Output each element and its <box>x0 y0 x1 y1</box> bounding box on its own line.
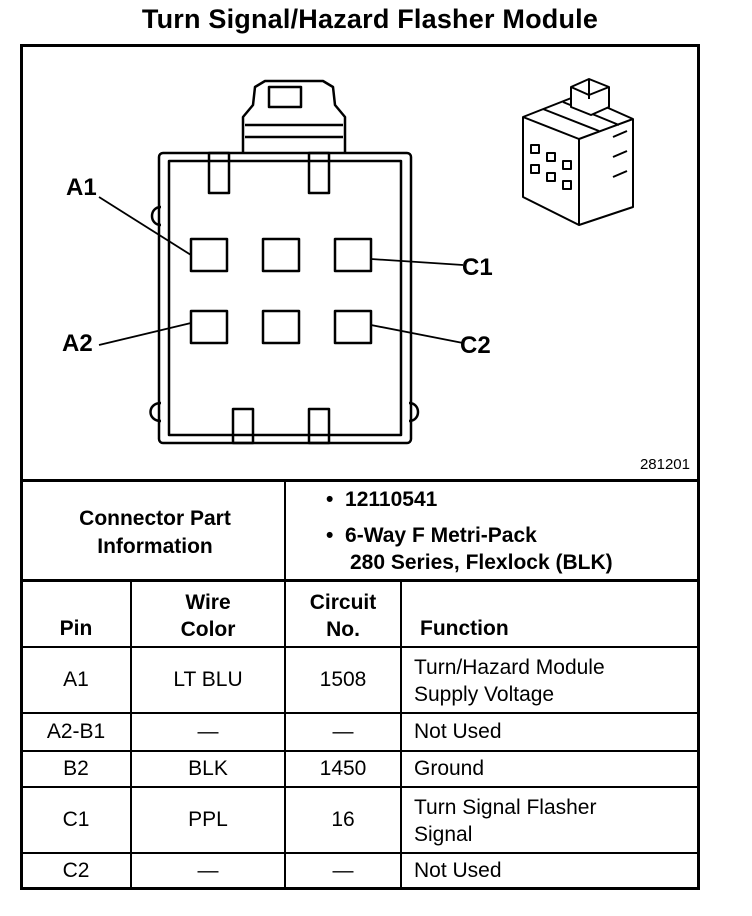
row-a2b1-pin: A2-B1 <box>46 720 106 743</box>
connector-body-inner <box>167 159 403 437</box>
row-b2-circuit: 1450 <box>319 757 367 780</box>
connector-drawing <box>98 78 634 445</box>
col-rule-2 <box>284 580 286 888</box>
row-c1-circuit: 16 <box>331 808 355 831</box>
row-a1-function: Turn/Hazard Module Supply Voltage <box>414 652 694 710</box>
connector-info-label-line2: Information <box>97 535 213 558</box>
bottom-slot-right <box>307 407 331 445</box>
connector-body <box>157 151 413 445</box>
part-number-bullet: • 12110541 <box>326 488 437 512</box>
connector-info-label-line1: Connector Part <box>79 507 231 530</box>
row-b2-wire-color: BLK <box>188 757 228 780</box>
row-c1-function: Turn Signal Flasher Signal <box>414 792 694 850</box>
header-circuit-line1: Circuit <box>309 591 377 614</box>
latch-inner <box>245 123 343 139</box>
row-c1-pin: C1 <box>62 808 90 831</box>
row-a1-function-line2: Supply Voltage <box>414 683 555 706</box>
cavity-c2 <box>333 309 373 345</box>
header-bottom-rule <box>20 646 700 648</box>
clip-left-top <box>150 205 162 227</box>
row-rule-1 <box>20 712 700 714</box>
pin-label-c2: C2 <box>460 332 491 359</box>
row-a1-wire-color: LT BLU <box>173 668 243 691</box>
header-circuit-line2: No. <box>326 618 360 641</box>
header-circuit-no: Circuit No. <box>286 588 400 644</box>
header-pin: Pin <box>59 617 93 640</box>
leader-c2 <box>370 324 464 344</box>
latch-outline <box>241 79 347 153</box>
bottom-slot-left <box>231 407 255 445</box>
header-wire-color-line1: Wire <box>185 591 231 614</box>
col-rule-1 <box>130 580 132 888</box>
row-c2-function: Not Used <box>414 859 502 882</box>
header-function: Function <box>420 617 509 640</box>
row-c1-function-line1: Turn Signal Flasher <box>414 796 597 819</box>
row-c2-wire-color: — <box>197 859 219 882</box>
row-a1-pin: A1 <box>63 668 89 691</box>
diagram-title: Turn Signal/Hazard Flasher Module <box>141 4 599 34</box>
part-number: 12110541 <box>345 488 438 511</box>
row-rule-4 <box>20 852 700 854</box>
row-c1-function-line2: Signal <box>414 823 473 846</box>
diagram-frame <box>20 44 700 890</box>
col-rule-3 <box>400 580 402 888</box>
clip-left-bottom <box>149 401 162 423</box>
bullet-icon: • <box>326 524 346 547</box>
connector-info-label: Connector Part Information <box>24 505 286 561</box>
header-top-rule <box>20 579 700 582</box>
row-a2b1-wire-color: — <box>197 720 219 743</box>
cavity-b1 <box>261 237 301 273</box>
row-a1-function-line1: Turn/Hazard Module <box>414 656 605 679</box>
connector-description-line1: 6-Way F Metri-Pack <box>345 524 537 547</box>
pin-label-a2: A2 <box>62 330 93 357</box>
leader-c1 <box>370 258 464 266</box>
row-rule-2 <box>20 750 700 752</box>
figure-number: 281201 <box>639 456 690 473</box>
row-a2b1-function: Not Used <box>414 720 502 743</box>
row-c1-wire-color: PPL <box>188 808 228 831</box>
description-line2: 280 Series, Flexlock (BLK) <box>350 551 613 574</box>
pin-label-a1: A1 <box>66 174 97 201</box>
row-a2b1-circuit: — <box>332 720 354 743</box>
header-wire-color: Wire Color <box>132 588 284 644</box>
table-top-rule <box>20 479 700 482</box>
row-b2-pin: B2 <box>63 757 89 780</box>
header-wire-color-line2: Color <box>180 618 236 641</box>
leader-a1 <box>98 196 192 256</box>
leader-a2 <box>98 322 192 346</box>
row-c2-circuit: — <box>332 859 354 882</box>
info-divider <box>284 480 286 580</box>
latch-window <box>267 85 303 109</box>
pin-label-c1: C1 <box>462 254 493 281</box>
cavity-b2 <box>261 309 301 345</box>
row-a1-circuit: 1508 <box>319 668 367 691</box>
connector-iso-view <box>522 78 634 226</box>
cavity-c1 <box>333 237 373 273</box>
row-rule-3 <box>20 786 700 788</box>
cavity-a1 <box>189 237 229 273</box>
bullet-icon: • <box>326 488 346 511</box>
top-slot-right <box>307 151 331 195</box>
row-b2-function: Ground <box>414 757 485 780</box>
description-bullet: • 6-Way F Metri-Pack <box>326 524 537 548</box>
cavity-a2 <box>189 309 229 345</box>
top-slot-left <box>207 151 231 195</box>
row-c2-pin: C2 <box>62 859 90 882</box>
clip-right-bottom <box>408 401 420 423</box>
